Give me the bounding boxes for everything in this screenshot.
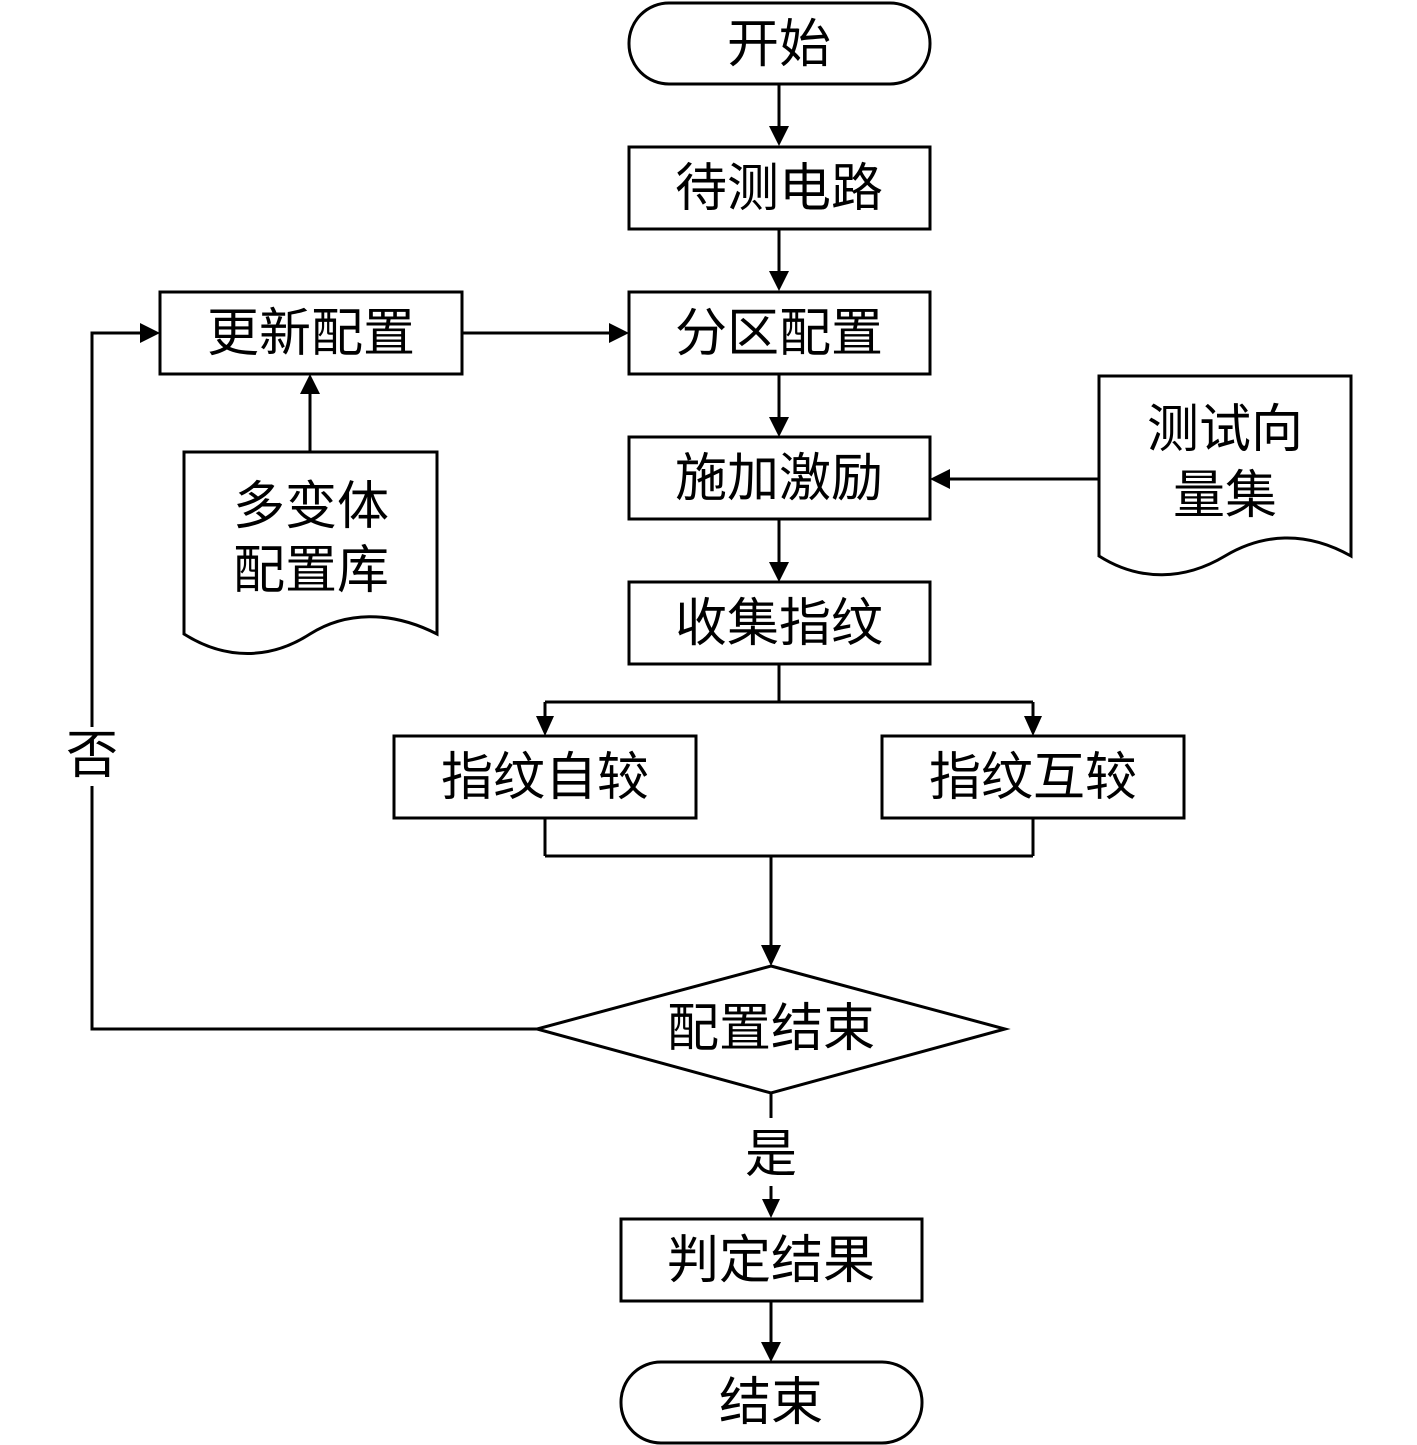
update-config-label: 更新配置 (207, 304, 415, 364)
test-vector-line-1: 测试向 (1147, 400, 1303, 460)
collect-fingerprint-label: 收集指纹 (675, 594, 883, 654)
collect-fingerprint-node: 收集指纹 (627, 580, 932, 666)
variant-library-line-1: 多变体 (233, 477, 389, 537)
fingerprint-self-compare-label: 指纹自较 (441, 748, 649, 808)
apply-stimulus-node: 施加激励 (627, 435, 932, 521)
test-vector-line-2: 量集 (1173, 466, 1277, 526)
apply-stimulus-label: 施加激励 (675, 449, 883, 509)
judge-result-label: 判定结果 (667, 1231, 875, 1291)
end-label: 结束 (719, 1373, 823, 1433)
variant-config-library-document: 多变体 配置库 (182, 450, 439, 655)
config-end-decision: 配置结束 (531, 964, 1011, 1095)
partition-config-label: 分区配置 (675, 304, 883, 364)
partition-config-node: 分区配置 (627, 290, 932, 376)
no-edge-label: 否 (66, 726, 118, 786)
connectors (90, 84, 1099, 1362)
variant-library-line-2: 配置库 (233, 541, 389, 601)
config-end-label: 配置结束 (667, 999, 875, 1059)
start-node: 开始 (627, 1, 932, 86)
end-node: 结束 (619, 1360, 924, 1445)
circuit-under-test-label: 待测电路 (675, 159, 883, 219)
circuit-under-test-node: 待测电路 (627, 145, 932, 231)
test-vector-set-document: 测试向 量集 (1097, 374, 1353, 577)
judge-result-node: 判定结果 (619, 1217, 924, 1303)
update-config-node: 更新配置 (158, 290, 464, 376)
fingerprint-self-compare-node: 指纹自较 (392, 734, 698, 820)
start-label: 开始 (727, 15, 831, 75)
yes-edge-label: 是 (745, 1125, 797, 1185)
fingerprint-mutual-compare-node: 指纹互较 (880, 734, 1186, 820)
fingerprint-mutual-compare-label: 指纹互较 (929, 748, 1137, 808)
